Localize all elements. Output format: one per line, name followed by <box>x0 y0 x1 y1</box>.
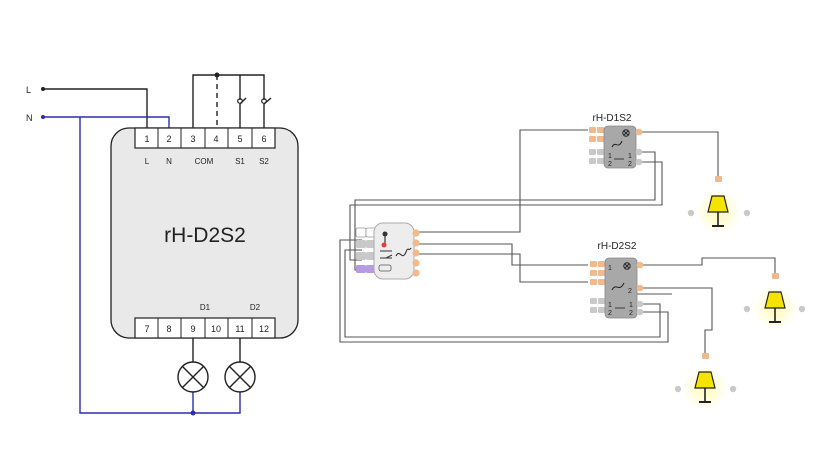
lamp-icon <box>752 285 798 331</box>
lamp-icon <box>682 365 728 411</box>
svg-text:1: 1 <box>608 153 612 160</box>
dimmer-double-label: rH-D2S2 <box>598 241 637 252</box>
svg-text:4: 4 <box>213 134 218 144</box>
lamp-2 <box>743 273 806 331</box>
svg-text:8: 8 <box>166 324 171 334</box>
line-label: L <box>26 85 31 95</box>
svg-text:1: 1 <box>628 153 632 160</box>
central-module <box>355 222 420 280</box>
terminal-label-s2: S2 <box>259 157 269 166</box>
bottom-terminal-strip: 7 8 9 10 11 12 <box>134 317 276 339</box>
svg-text:10: 10 <box>211 324 221 334</box>
output-label-d2: D2 <box>250 303 261 312</box>
switch-icon <box>261 97 272 128</box>
svg-text:1: 1 <box>608 265 612 272</box>
left-schematic: L N rH-D2S2 <box>26 72 299 416</box>
svg-text:9: 9 <box>190 324 195 334</box>
svg-text:2: 2 <box>608 310 612 317</box>
button-icon <box>378 231 393 272</box>
svg-text:2: 2 <box>629 310 633 317</box>
terminal-label-n: N <box>166 157 172 166</box>
svg-text:1: 1 <box>144 134 149 144</box>
terminal-label-com: COM <box>195 157 214 166</box>
svg-text:2: 2 <box>608 161 612 168</box>
svg-text:2: 2 <box>628 161 632 168</box>
svg-text:12: 12 <box>259 324 269 334</box>
lamp-1 <box>687 176 751 235</box>
svg-text:1: 1 <box>608 302 612 309</box>
neutral-label: N <box>26 113 33 123</box>
svg-text:2: 2 <box>166 134 171 144</box>
switch-icon <box>237 97 247 128</box>
dimmer-icon <box>395 247 412 257</box>
svg-text:11: 11 <box>235 324 244 334</box>
dimmer-single-module: 1 2 1 2 <box>589 125 643 169</box>
terminal-label-l: L <box>145 157 150 166</box>
svg-text:5: 5 <box>237 134 242 144</box>
cross-lamp-icon <box>177 361 209 393</box>
svg-text:3: 3 <box>190 134 195 144</box>
top-terminal-strip: 1 2 3 4 5 6 <box>134 127 276 149</box>
dimmer-single-label: rH-D1S2 <box>593 113 632 124</box>
svg-text:1: 1 <box>629 302 633 309</box>
cross-lamp-icon <box>224 361 256 393</box>
dimmer-double-module: 1 2 1 2 1 2 <box>590 257 644 319</box>
svg-text:2: 2 <box>628 288 632 295</box>
device-title: rH-D2S2 <box>164 224 246 247</box>
terminal-label-s1: S1 <box>235 157 245 166</box>
right-system-diagram: rH-D1S2 1 2 1 2 rH-D2S2 <box>339 113 806 411</box>
svg-text:6: 6 <box>261 134 266 144</box>
output-label-d1: D1 <box>200 303 211 312</box>
lamp-3 <box>674 353 737 411</box>
svg-text:7: 7 <box>144 324 149 334</box>
lamp-icon <box>695 189 741 235</box>
